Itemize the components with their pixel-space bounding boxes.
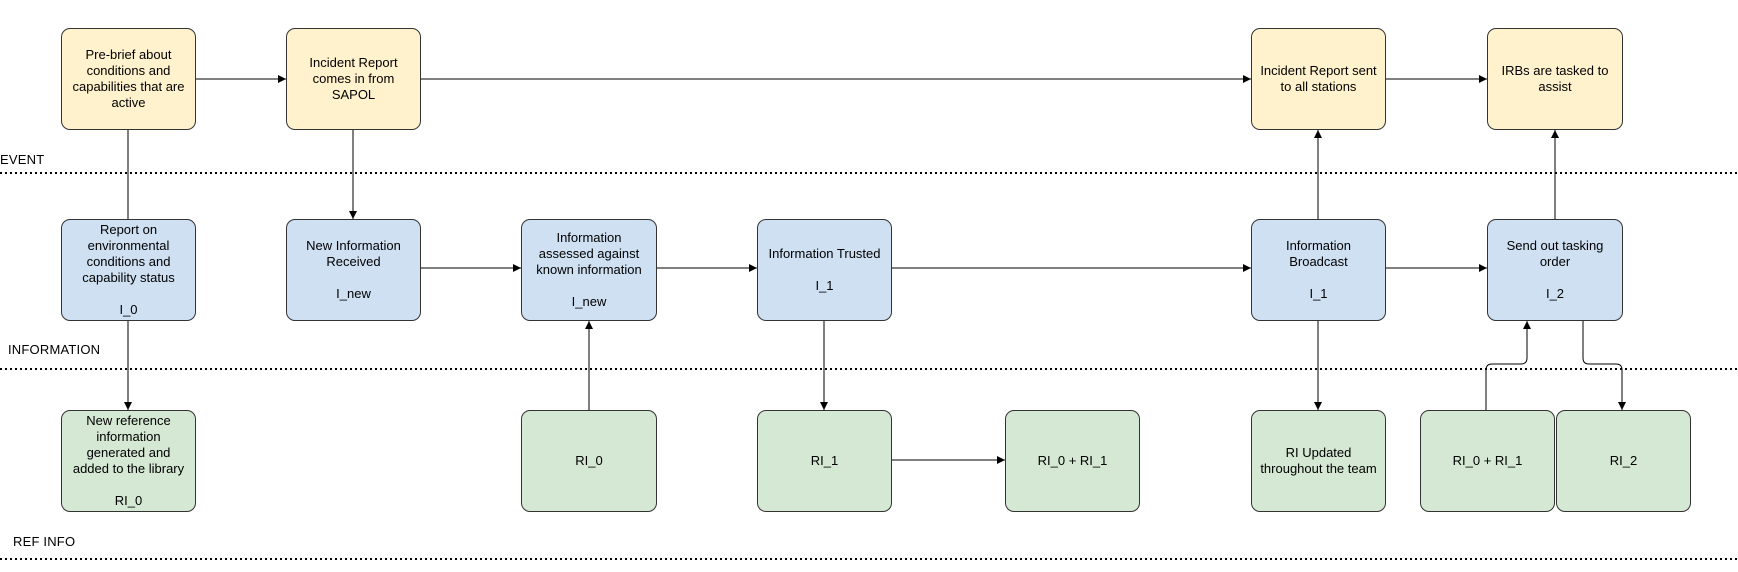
- lane-label-ref-info: REF INFO: [13, 534, 76, 549]
- node-new-ref: New reference information generated and …: [61, 410, 196, 512]
- node-ri0-ri1-a: RI_0 + RI_1: [1005, 410, 1140, 512]
- node-info-trusted-label: Information Trusted I_1: [768, 246, 881, 293]
- node-incident-report: Incident Report comes in from SAPOL: [286, 28, 421, 130]
- node-report-env: Report on environmental conditions and c…: [61, 219, 196, 321]
- lane-label-event: EVENT: [0, 152, 45, 167]
- node-info-broadcast-label: Information Broadcast I_1: [1285, 238, 1352, 301]
- node-ri0: RI_0: [521, 410, 657, 512]
- node-send-tasking-label: Send out tasking order I_2: [1506, 238, 1604, 301]
- node-ri0-label: RI_0: [575, 453, 603, 468]
- node-ri-updated: RI Updated throughout the team: [1251, 410, 1386, 512]
- node-ri0-ri1-a-label: RI_0 + RI_1: [1037, 453, 1108, 468]
- node-send-tasking: Send out tasking order I_2: [1487, 219, 1623, 321]
- node-ri1-label: RI_1: [810, 453, 839, 468]
- node-ri0-ri1-b: RI_0 + RI_1: [1420, 410, 1555, 512]
- node-prebrief: Pre-brief about conditions and capabilit…: [61, 28, 196, 130]
- node-info-assessed-label: Information assessed against known infor…: [536, 230, 642, 309]
- node-irbs-tasked: IRBs are tasked to assist: [1487, 28, 1623, 130]
- node-incident-sent-label: Incident Report sent to all stations: [1260, 63, 1377, 94]
- node-irbs-tasked-label: IRBs are tasked to assist: [1501, 63, 1609, 94]
- node-ri1: RI_1: [757, 410, 892, 512]
- node-ri2-label: RI_2: [1609, 453, 1638, 468]
- node-new-info-label: New Information Received I_new: [306, 238, 401, 301]
- node-ri0-ri1-b-label: RI_0 + RI_1: [1452, 453, 1523, 468]
- node-incident-sent: Incident Report sent to all stations: [1251, 28, 1386, 130]
- node-new-ref-label: New reference information generated and …: [72, 413, 185, 508]
- node-ri2: RI_2: [1556, 410, 1691, 512]
- node-info-assessed: Information assessed against known infor…: [521, 219, 657, 321]
- node-report-env-label: Report on environmental conditions and c…: [82, 222, 175, 317]
- node-new-info: New Information Received I_new: [286, 219, 421, 321]
- node-info-trusted: Information Trusted I_1: [757, 219, 892, 321]
- node-ri-updated-label: RI Updated throughout the team: [1260, 445, 1377, 476]
- edge-tasking-to-ri2: [1582, 321, 1626, 410]
- node-incident-report-label: Incident Report comes in from SAPOL: [309, 55, 398, 102]
- node-prebrief-label: Pre-brief about conditions and capabilit…: [72, 47, 185, 110]
- lane-label-information: INFORMATION: [8, 342, 101, 357]
- edge-combined-to-tasking: [1485, 321, 1531, 410]
- node-info-broadcast: Information Broadcast I_1: [1251, 219, 1386, 321]
